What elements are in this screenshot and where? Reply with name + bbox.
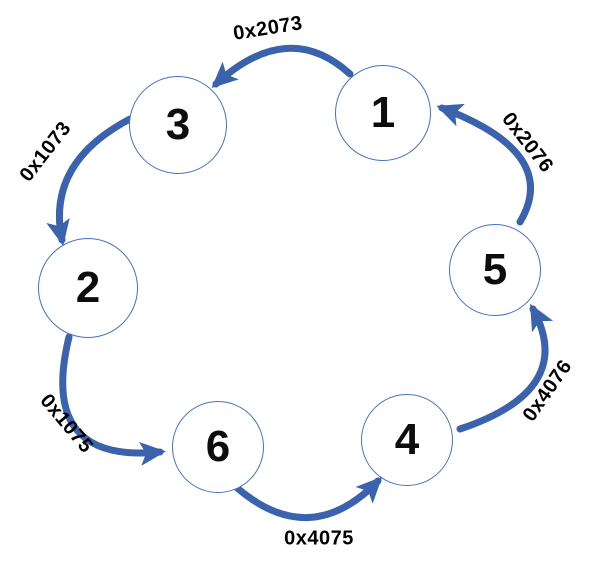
node-2: 2 xyxy=(38,238,138,338)
edge-arrow-1-3 xyxy=(211,44,354,89)
edge-arrow-2-6 xyxy=(59,333,166,466)
edge-arrow-6-4 xyxy=(232,476,383,521)
node-label: 1 xyxy=(370,88,396,137)
node-label: 2 xyxy=(75,263,101,312)
node-1: 1 xyxy=(335,65,431,161)
edge-label-6-4: 0x4075 xyxy=(284,527,354,550)
edge-arrow-3-2 xyxy=(46,115,134,246)
node-3: 3 xyxy=(129,76,227,174)
node-label: 6 xyxy=(205,422,231,471)
edge-arrow-5-1 xyxy=(436,103,534,226)
node-label: 3 xyxy=(165,100,191,149)
node-label: 4 xyxy=(394,415,420,464)
node-label: 5 xyxy=(482,245,508,294)
node-6: 6 xyxy=(172,401,264,493)
node-5: 5 xyxy=(449,224,541,316)
node-4: 4 xyxy=(361,394,453,486)
edge-arrow-4-5 xyxy=(456,303,554,433)
